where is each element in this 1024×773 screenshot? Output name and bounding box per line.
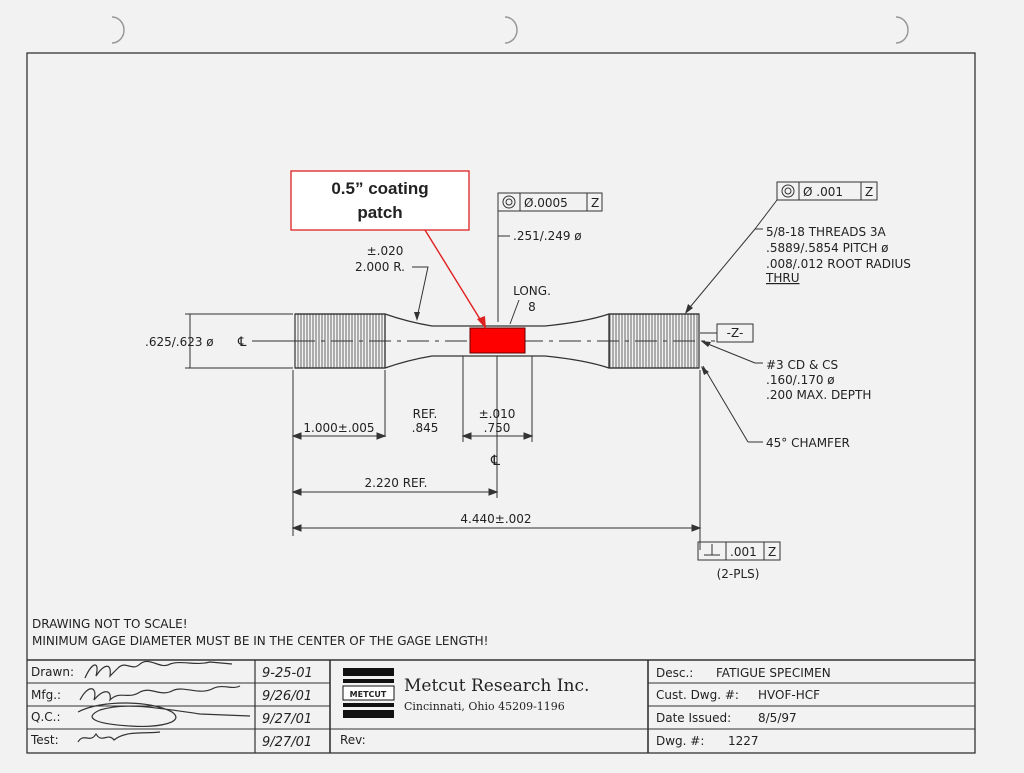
fcf-concentricity-right: [776, 181, 878, 201]
two-places-text: (2-PLS): [717, 567, 760, 581]
date-mfg: 9/26/01: [262, 689, 312, 704]
fcf-left-value: Ø.0005: [524, 196, 568, 210]
thread-note-1: 5/8-18 THREADS 3A: [766, 225, 887, 239]
coating-callout-line1: 0.5” coating: [331, 179, 428, 198]
company-name: Metcut Research Inc.: [404, 676, 589, 696]
callout-arrowhead: [477, 316, 486, 329]
signature-test: [77, 731, 161, 743]
drawing-border: [26, 52, 976, 754]
fcf-perpendicularity: [697, 541, 781, 561]
metcut-logo: METCUT: [342, 668, 395, 718]
role-qc: Q.C.:: [31, 710, 61, 724]
fcf-bottom-datum: Z: [768, 545, 776, 559]
thread-note-4: THRU: [765, 271, 799, 285]
center-drill-note-1: #3 CD & CS: [766, 358, 838, 372]
signatures: [77, 660, 251, 743]
thread-note-3: .008/.012 ROOT RADIUS: [766, 257, 911, 271]
binder-holes: [111, 16, 909, 44]
thread-note-2: .5889/.5854 PITCH ø: [766, 241, 889, 255]
signature-qc: [77, 702, 251, 727]
chamfer-note: 45° CHAMFER: [766, 436, 850, 450]
half-length-text: 2.220 REF.: [365, 476, 428, 490]
radius-text: 2.000 R.: [355, 260, 405, 274]
fcf-bottom-value: .001: [730, 545, 757, 559]
role-test: Test:: [30, 733, 59, 747]
role-drawn: Drawn:: [31, 665, 74, 679]
coating-patch: [469, 327, 526, 354]
signature-drawn: [84, 660, 233, 679]
grip-centerline-mark: ℄: [237, 335, 247, 350]
center-mark: ℄: [490, 453, 500, 469]
date-qc: 9/27/01: [262, 712, 312, 727]
fcf-right-datum: Z: [865, 185, 873, 199]
note-not-to-scale: DRAWING NOT TO SCALE!: [32, 617, 188, 631]
center-drill-note-3: .200 MAX. DEPTH: [766, 388, 871, 402]
company-address: Cincinnati, Ohio 45209-1196: [404, 700, 565, 713]
coating-callout-line2: patch: [357, 203, 402, 222]
radius-tolerance-text: ±.020: [367, 244, 404, 258]
coating-callout-box: [290, 170, 470, 231]
center-drill-note-2: .160/.170 ø: [766, 373, 835, 387]
dwg-number-label: Dwg. #:: [656, 734, 704, 748]
ref-value: .845: [412, 421, 439, 435]
callout-leader-arrow: [424, 229, 484, 325]
note-min-gage: MINIMUM GAGE DIAMETER MUST BE IN THE CEN…: [32, 634, 489, 648]
date-drawn: 9-25-01: [262, 666, 313, 681]
fcf-concentricity-left: [497, 192, 603, 212]
gage-diameter-text: .251/.249 ø: [513, 229, 582, 243]
fcf-right-value: Ø .001: [803, 185, 843, 199]
grip-length-text: 1.000±.005: [303, 421, 374, 435]
dwg-number-value: 1227: [728, 734, 759, 748]
rev-label: Rev:: [340, 733, 366, 747]
overall-length-text: 4.440±.002: [460, 512, 531, 526]
concentricity-icon: [502, 195, 516, 209]
concentricity-icon: [781, 184, 795, 198]
role-mfg: Mfg.:: [31, 688, 61, 702]
desc-value: FATIGUE SPECIMEN: [716, 666, 831, 680]
fcf-left-datum: Z: [591, 196, 599, 210]
long-label: LONG.: [513, 284, 551, 298]
gage-section-top: [384, 313, 610, 327]
gage-length-text: .750: [484, 421, 511, 435]
date-issued-label: Date Issued:: [656, 711, 731, 725]
date-test: 9/27/01: [262, 735, 312, 750]
cust-dwg-value: HVOF-HCF: [758, 688, 820, 702]
cust-dwg-label: Cust. Dwg. #:: [656, 688, 739, 702]
ref-label: REF.: [413, 407, 438, 421]
long-value: 8: [528, 300, 536, 314]
gage-length-tolerance: ±.010: [479, 407, 516, 421]
date-issued-value: 8/5/97: [758, 711, 797, 725]
gage-section-bottom: [384, 355, 610, 369]
logo-text: METCUT: [350, 690, 387, 699]
title-block: [27, 659, 975, 753]
signature-mfg: [79, 685, 241, 702]
datum-z-text: -Z-: [727, 326, 744, 340]
grip-diameter-text: .625/.623 ø: [145, 335, 214, 349]
desc-label: Desc.:: [656, 666, 693, 680]
